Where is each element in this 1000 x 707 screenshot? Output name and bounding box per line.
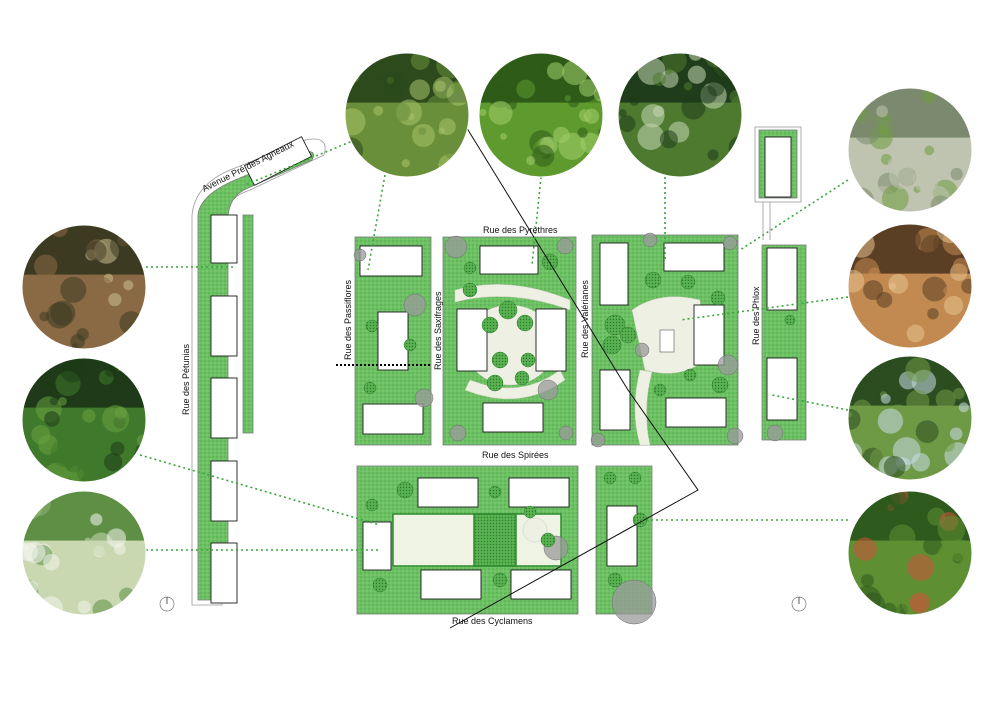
building xyxy=(599,242,629,306)
section-line xyxy=(449,111,699,629)
photo-ring xyxy=(21,224,147,350)
street-label-cyclamens: Rue des Cyclamens xyxy=(452,616,533,626)
photo-ring xyxy=(21,490,147,616)
building xyxy=(535,308,567,372)
photo-meadow-path xyxy=(345,53,469,177)
photo-boules-court xyxy=(848,224,972,348)
street-label-pyrethres: Rue des Pyrèthres xyxy=(483,225,558,235)
photo-grass-hill xyxy=(479,53,603,177)
street-label-passiflores: Rue des Passiflores xyxy=(343,279,353,360)
street-label-valerianes: Rue des Valérianes xyxy=(580,280,590,358)
street-label-saxifrages: Rue des Saxifrages xyxy=(433,291,443,370)
building xyxy=(362,521,392,571)
photo-ring xyxy=(21,357,147,483)
building xyxy=(599,369,631,431)
building xyxy=(210,295,238,357)
photo-stone-plaza xyxy=(848,88,972,212)
photo-ring xyxy=(617,52,743,178)
building xyxy=(764,136,792,198)
building xyxy=(456,308,488,372)
street-label-spirees: Rue des Spirées xyxy=(482,450,549,460)
compass-icon-left xyxy=(159,596,175,612)
building xyxy=(479,245,539,275)
building xyxy=(417,477,479,508)
building xyxy=(359,245,423,277)
photo-ring xyxy=(847,490,973,616)
building xyxy=(665,397,727,428)
photo-wildflower-meadow xyxy=(22,491,146,615)
photo-ring xyxy=(847,355,973,481)
block-passiflores xyxy=(353,236,434,446)
building xyxy=(210,460,238,522)
building xyxy=(377,311,409,371)
building xyxy=(210,377,238,439)
building-agneaux xyxy=(243,136,313,186)
building xyxy=(482,402,544,433)
photo-ring xyxy=(847,87,973,213)
block-cyclamens-east xyxy=(595,465,657,625)
building xyxy=(606,505,638,567)
petunias-park xyxy=(197,136,314,604)
photo-ring xyxy=(344,52,470,178)
block-pyrethres xyxy=(442,235,577,446)
photo-leaders xyxy=(139,139,849,551)
building xyxy=(510,569,572,600)
photo-circles xyxy=(21,52,973,616)
building xyxy=(508,477,570,508)
photo-ring xyxy=(847,223,973,349)
block-spirees xyxy=(356,465,579,615)
building xyxy=(420,569,482,600)
compass-icon-right xyxy=(791,596,807,612)
street-label-petunias: Rue des Pétunias xyxy=(181,343,191,415)
building xyxy=(210,214,238,264)
photo-ring xyxy=(478,52,604,178)
building xyxy=(362,403,424,435)
street-label-phlox: Rue des Phlox xyxy=(751,286,761,345)
building xyxy=(663,242,725,272)
building xyxy=(766,247,798,311)
building xyxy=(693,304,725,366)
block-valerianes xyxy=(590,232,744,448)
photo-flower-bed xyxy=(848,491,972,615)
photo-birch-lawn xyxy=(618,53,742,177)
block-phlox xyxy=(758,129,807,442)
building xyxy=(210,542,238,604)
photo-vegetable-garden xyxy=(22,358,146,482)
building xyxy=(766,357,798,421)
photo-shrub-garden xyxy=(848,356,972,480)
photo-pergola-walkway xyxy=(22,225,146,349)
